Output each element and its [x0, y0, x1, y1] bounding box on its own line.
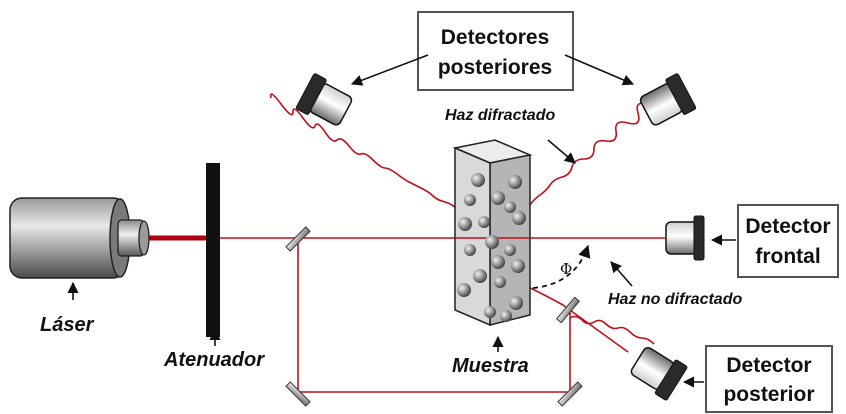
detector-icon [639, 73, 697, 126]
particle-icon [484, 306, 496, 318]
particle-icon [508, 175, 522, 189]
diffracted-beam-arrow [547, 139, 576, 164]
mirror-icon [285, 381, 311, 407]
arrow-to-right-back-detector [564, 54, 635, 86]
laser-label: Láser [40, 314, 95, 336]
particle-icon [464, 194, 476, 206]
back-detector-line2: posterior [723, 383, 814, 406]
attenuator-label: Atenuador [163, 349, 265, 371]
back-detectors-line1: Detectores [441, 26, 550, 49]
particle-icon [491, 191, 505, 205]
particle-icon [473, 269, 487, 283]
front-detector-line2: frontal [755, 245, 820, 268]
beam-paths [150, 93, 665, 393]
attenuator-plate-icon [206, 163, 220, 337]
angle-symbol: Φ [560, 260, 572, 278]
particle-icon [512, 211, 526, 225]
front-detector-line1: Detector [745, 215, 830, 238]
detector-icon [665, 215, 705, 261]
scattered-beam-right [529, 94, 663, 206]
particle-icon [457, 283, 471, 297]
back-detector-label-box: Detector posterior [705, 345, 833, 413]
laser-device-icon [9, 197, 150, 279]
laser-output-beam [145, 235, 213, 241]
angle-arc-arrow [532, 244, 591, 289]
particle-icon [471, 173, 485, 187]
detector-icon [630, 346, 688, 401]
particle-icon [509, 296, 523, 310]
particle-icon [494, 276, 506, 288]
particle-icon [511, 259, 525, 273]
non-diffracted-beam-arrow [610, 261, 633, 287]
scattered-beam-left [269, 93, 468, 219]
particle-icon [504, 201, 516, 213]
mirror-icon [555, 296, 581, 324]
back-detector-wave [569, 315, 655, 345]
particle-icon [458, 217, 472, 231]
particle-icon [504, 244, 516, 256]
particle-icon [485, 235, 499, 249]
particle-icon [464, 244, 476, 256]
detector-icon [295, 73, 353, 126]
mirror-icon [285, 226, 311, 252]
mirrors [285, 226, 583, 407]
particle-icon [491, 255, 505, 269]
diffracted-beam-label: Haz difractado [445, 107, 555, 124]
non-diffracted-beam-label: Haz no difractado [608, 291, 742, 308]
back-detectors-line2: posteriores [438, 56, 552, 79]
sample-particles [457, 173, 526, 322]
sample-label: Muestra [452, 355, 529, 377]
arrow-to-left-back-detector [350, 54, 429, 86]
mirror-icon [557, 381, 583, 407]
front-detector-label-box: Detector frontal [737, 204, 839, 278]
particle-icon [500, 310, 512, 322]
back-detector-line1: Detector [726, 354, 811, 377]
back-detectors-label-box: Detectores posteriores [417, 11, 574, 91]
particle-icon [478, 216, 490, 228]
